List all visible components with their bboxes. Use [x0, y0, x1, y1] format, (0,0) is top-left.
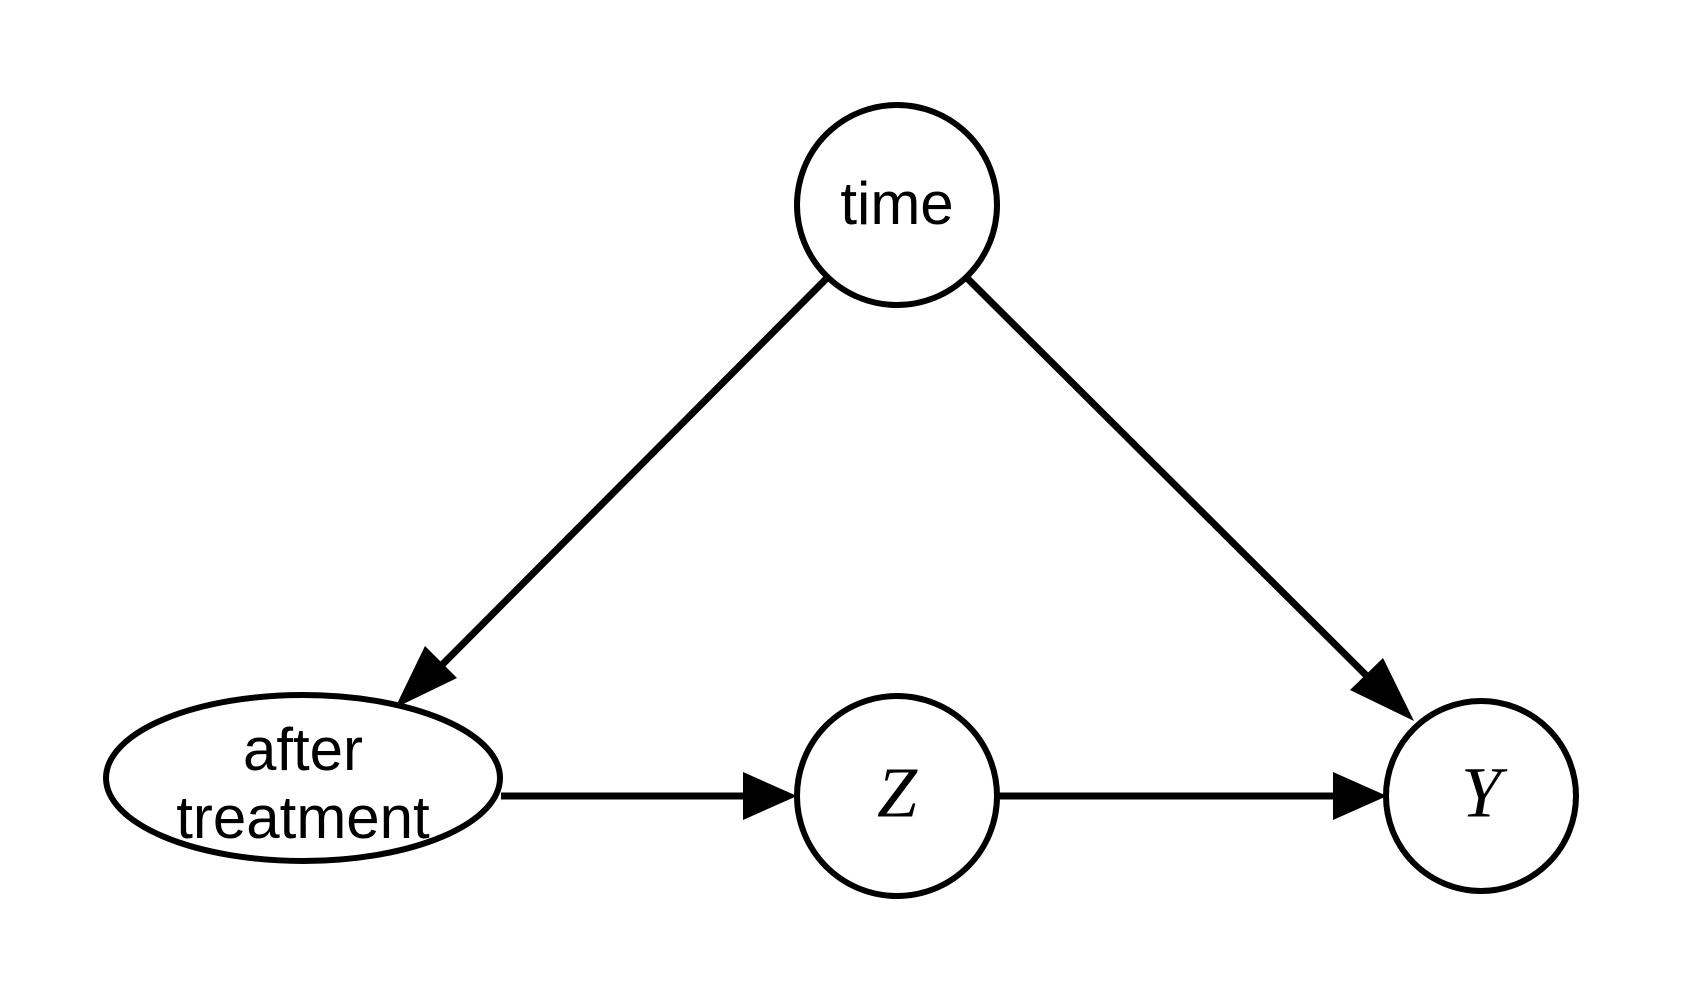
node-z[interactable]: Z — [794, 693, 1000, 899]
node-z-circle — [794, 693, 1000, 899]
arrowhead-icon — [743, 772, 797, 820]
node-y[interactable]: Y — [1383, 698, 1579, 894]
edge-z-to-y[interactable] — [997, 772, 1387, 820]
node-y-circle — [1383, 698, 1579, 894]
arrowhead-icon — [395, 646, 457, 708]
edge-after-treatment-to-z[interactable] — [501, 772, 797, 820]
node-time-circle — [794, 102, 1000, 308]
edge-time-to-y[interactable] — [963, 274, 1414, 721]
node-y-label: Y — [1461, 753, 1508, 833]
node-z-label: Z — [877, 753, 918, 833]
edge-line — [414, 274, 831, 693]
arrowhead-icon — [1350, 658, 1414, 721]
node-after-treatment-label-line1: after — [243, 716, 363, 783]
arrowhead-icon — [1333, 772, 1387, 820]
node-after-treatment[interactable]: after treatment — [103, 692, 503, 864]
node-after-treatment-label-line2: treatment — [176, 784, 430, 851]
node-time-label: time — [840, 170, 953, 237]
node-after-treatment-ellipse — [103, 692, 503, 864]
node-time[interactable]: time — [794, 102, 1000, 308]
edge-time-to-after-treatment[interactable] — [395, 274, 831, 708]
edge-line — [963, 274, 1394, 703]
